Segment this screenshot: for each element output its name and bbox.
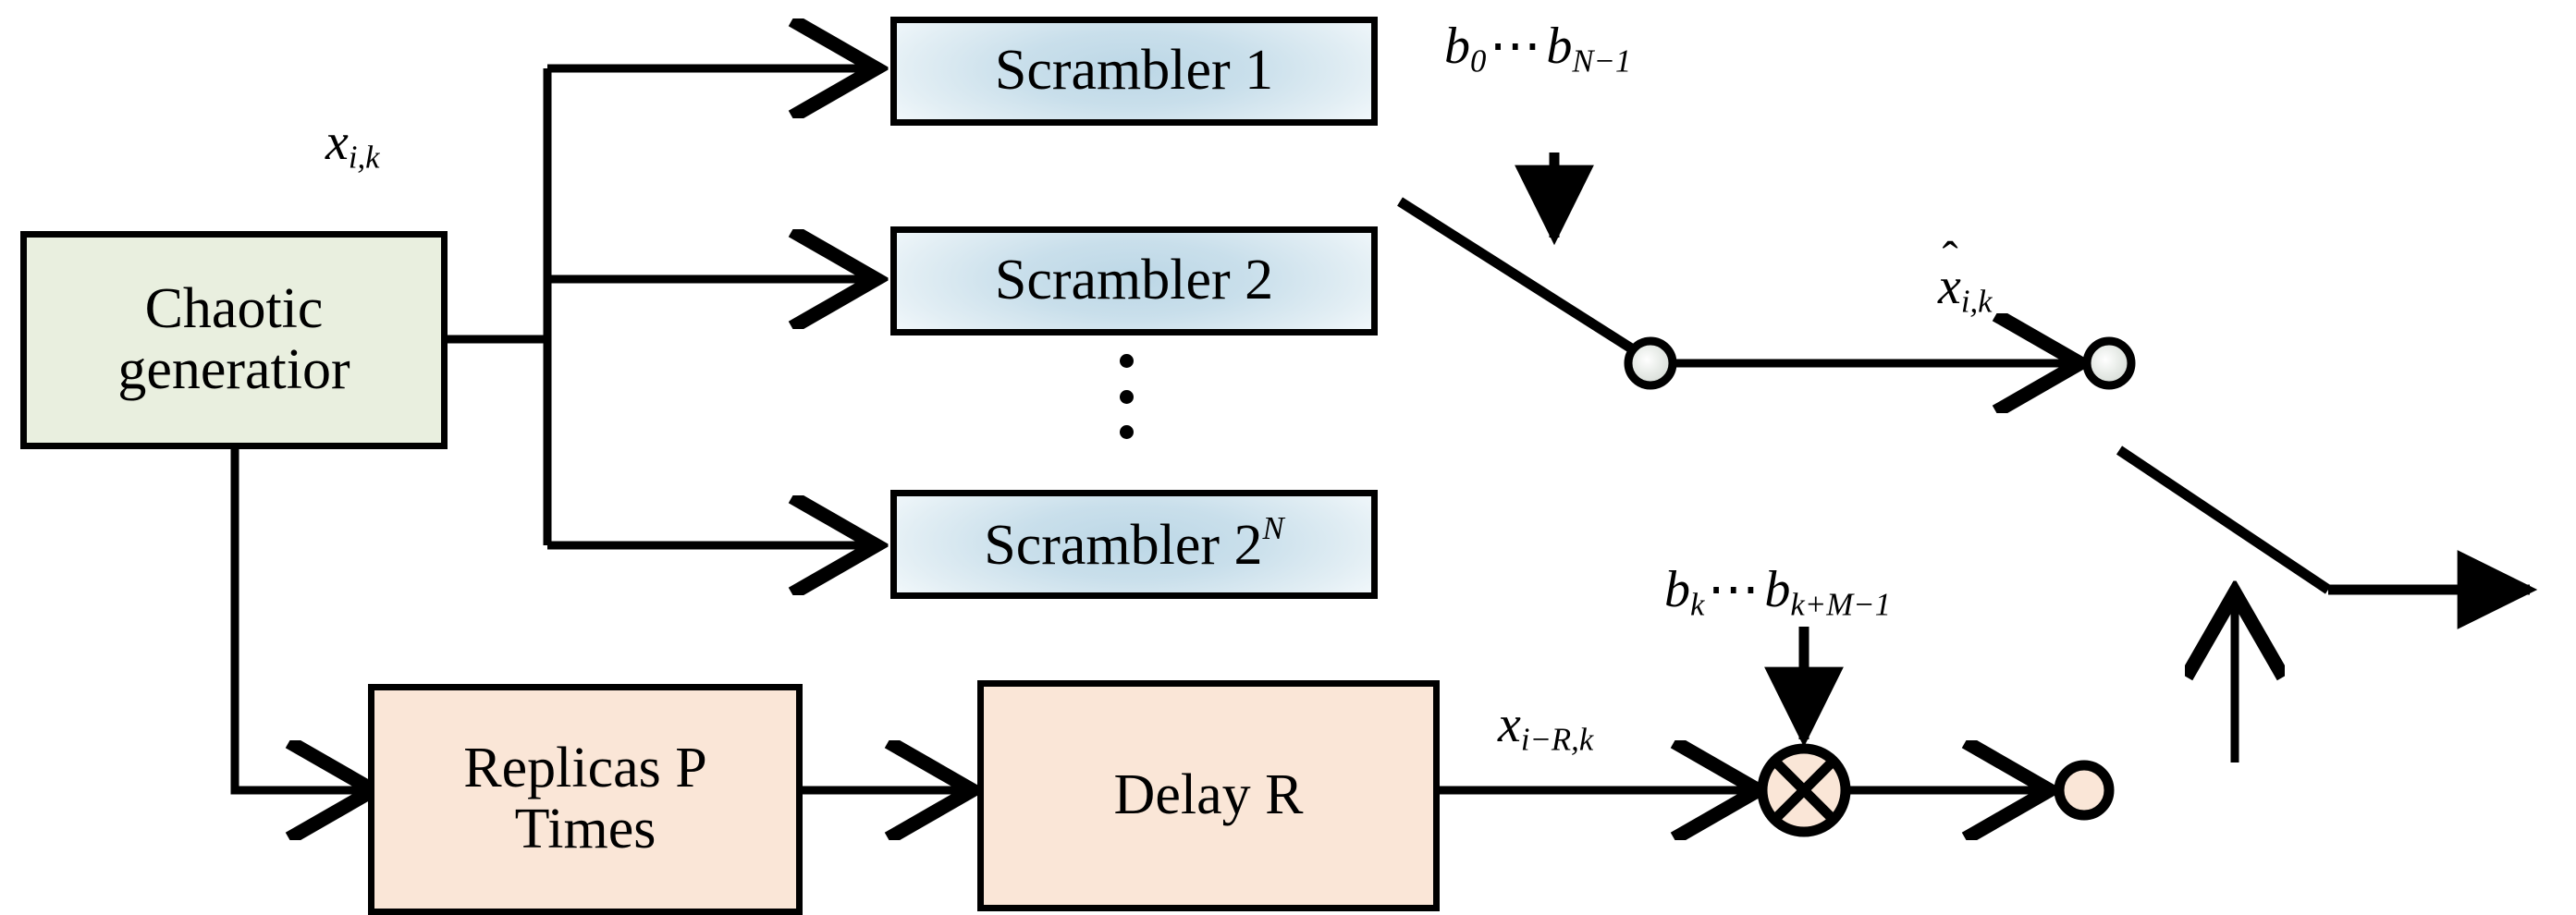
ellipsis-dot <box>1119 389 1134 404</box>
label-spread-bits-second: b <box>1764 561 1791 618</box>
hat-accent-icon: ˆ <box>1942 233 1958 287</box>
label-select-bits-first-sub: 0 <box>1470 43 1487 79</box>
label-select-bits-second: b <box>1546 18 1573 75</box>
ellipsis-dot <box>1119 354 1134 368</box>
label-spread-bits-second-sub: k+M−1 <box>1790 586 1891 623</box>
multiplier-node[interactable] <box>1757 743 1851 837</box>
block-scrambler-2[interactable]: Scrambler 2 <box>890 226 1378 336</box>
label-select-bits-second-sub: N−1 <box>1572 43 1632 79</box>
label-delay-output: xi−R,k <box>1498 699 1593 756</box>
block-scrambler-n[interactable]: Scrambler 2N <box>890 490 1378 599</box>
label-chaotic-output: xi,k <box>325 116 380 174</box>
label-delay-output-base: x <box>1498 696 1521 753</box>
block-scrambler-n-exponent: N <box>1262 510 1284 547</box>
block-chaotic-generator[interactable]: Chaotic generatior <box>20 231 448 449</box>
label-select-bits-first: b <box>1444 18 1470 75</box>
switch-pivot-node[interactable] <box>1624 336 1677 390</box>
block-chaotic-generator-line2: generatior <box>117 338 350 401</box>
switch-contact-node-upper[interactable] <box>2082 336 2136 390</box>
label-select-bits-separator: ⋯ <box>1489 18 1543 75</box>
label-spread-bits-first: b <box>1664 561 1690 618</box>
label-spread-bits-first-sub: k <box>1690 586 1705 623</box>
block-replicas-line2: Times <box>514 798 656 860</box>
label-spread-bits-bottom: bk⋯bk+M−1 <box>1664 564 1891 621</box>
switch-blade-upper[interactable] <box>1397 197 1646 360</box>
block-scrambler-1[interactable]: Scrambler 1 <box>890 17 1378 126</box>
block-chaotic-generator-line1: Chaotic <box>144 277 324 341</box>
block-scrambler-n-base: Scrambler 2 <box>984 514 1263 578</box>
block-replicas[interactable]: Replicas P Times <box>368 684 803 915</box>
generator-to-replicas-wire <box>230 449 372 790</box>
label-switch-output-base: x <box>1938 258 1961 315</box>
block-delay-label: Delay R <box>1113 763 1304 827</box>
block-scrambler-2-label: Scrambler 2 <box>994 249 1274 312</box>
block-replicas-line1: Replicas P <box>463 737 707 800</box>
label-spread-bits-separator: ⋯ <box>1707 561 1762 618</box>
switch-blade-output[interactable] <box>2116 445 2332 594</box>
block-scrambler-n-label: Scrambler 2N <box>984 510 1284 578</box>
generator-fanout-wires <box>448 68 875 545</box>
vertical-ellipsis-icon <box>1119 354 1134 439</box>
switch-contact-node-lower[interactable] <box>2054 760 2115 821</box>
block-delay[interactable]: Delay R <box>977 680 1440 911</box>
label-chaotic-output-sub: i,k <box>348 139 380 176</box>
label-select-bits-top: b0⋯bN−1 <box>1444 20 1631 78</box>
label-delay-output-sub: i−R,k <box>1520 721 1594 758</box>
label-switch-output-sub: i,k <box>1960 283 1993 320</box>
block-scrambler-1-label: Scrambler 1 <box>994 39 1274 103</box>
label-chaotic-output-base: x <box>325 114 349 171</box>
ellipsis-dot <box>1119 425 1134 439</box>
